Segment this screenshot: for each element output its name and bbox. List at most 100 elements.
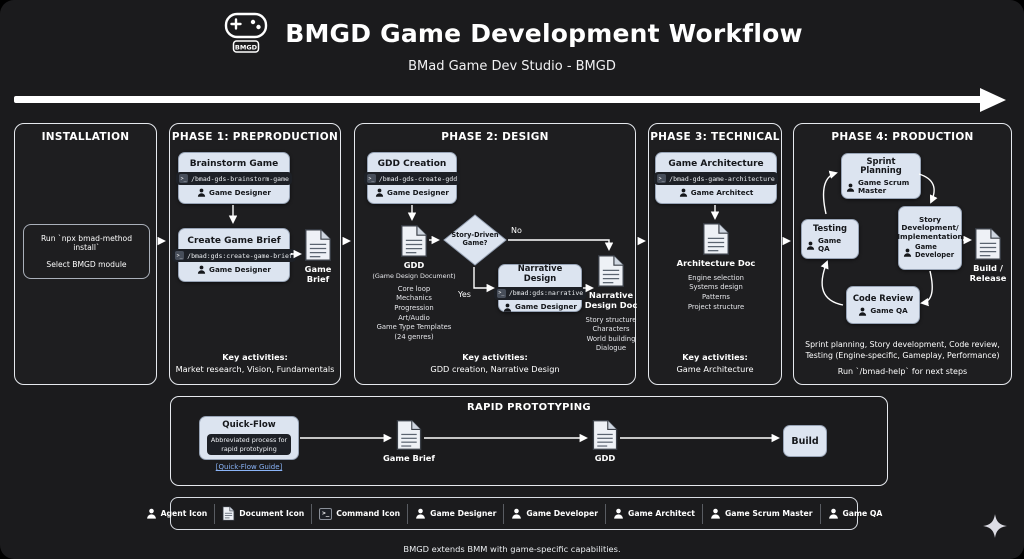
game-qa-icon	[806, 241, 815, 250]
phase1-key-activities: Key activities: Market research, Vision,…	[172, 352, 338, 376]
testing-agent: Game QA	[806, 237, 854, 254]
create-brief-agent: Game Designer	[197, 265, 271, 274]
brainstorm-agent-name: Game Designer	[209, 187, 271, 197]
key-activities-text: Game Architecture	[676, 364, 754, 375]
architecture-title: Game Architecture	[668, 158, 764, 169]
key-activities-label: Key activities:	[222, 352, 288, 363]
legend-game-scrum-master: Game Scrum Master	[701, 503, 820, 524]
timeline-arrow-shaft	[14, 96, 982, 103]
phase2-panel: PHASE 2: DESIGN GDD Creation >_ /bmad-gd…	[354, 123, 638, 385]
agent-icon	[146, 508, 156, 519]
legend-game-architect: Game Architect	[605, 503, 702, 524]
command-icon: >_	[179, 174, 189, 184]
phase4-summary-text: Sprint planning, Story development, Code…	[805, 339, 1000, 361]
quick-flow-description: Abbreviated process for rapid prototypin…	[206, 433, 292, 456]
legend-game-designer: Game Designer	[407, 503, 503, 524]
phase2-key-activities: Key activities: GDD creation, Narrative …	[357, 352, 633, 376]
architecture-command-text: /bmad-gds-game-architecture	[669, 174, 775, 183]
legend-label: Game Scrum Master	[724, 509, 813, 518]
timeline-arrow-head	[980, 88, 1006, 112]
phase3-key-activities: Key activities: Game Architecture	[651, 352, 779, 376]
narrative-agent: Game Designer	[503, 302, 577, 312]
key-activities-text: GDD creation, Narrative Design	[430, 364, 560, 375]
narrative-doc-label: Narrative Design Doc	[584, 290, 638, 310]
game-brief-doc: Game Brief	[296, 228, 340, 285]
gdd-agent-name: Game Designer	[387, 187, 449, 197]
phase1-panel: PHASE 1: PREPRODUCTION Brainstorm Game >…	[169, 123, 341, 385]
testing-card: Testing Game QA	[801, 219, 859, 259]
sprint-agent-name: Game Scrum Master	[858, 177, 910, 196]
game-qa-icon	[828, 508, 838, 519]
game-scrum-master-icon	[711, 508, 720, 519]
testing-agent-name: Game QA	[818, 236, 842, 254]
phase1-panel-title: PHASE 1: PREPRODUCTION	[171, 131, 339, 143]
command-icon: >_	[496, 288, 506, 298]
rapid-build-label: Build	[791, 435, 819, 447]
command-icon: >_	[657, 174, 667, 184]
architecture-command-badge: >_ /bmad-gds-game-architecture	[654, 172, 778, 186]
installation-steps-box: Run `npx bmad-method install` Select BMG…	[23, 224, 150, 279]
build-release-doc: Build / Release	[966, 227, 1010, 284]
code-review-agent: Game QA	[858, 306, 908, 316]
document-icon	[598, 255, 624, 287]
gdd-command-badge: >_ /bmad-gds-create-gdd	[363, 172, 461, 186]
architecture-agent: Game Architect	[679, 187, 754, 197]
game-designer-icon	[503, 303, 512, 312]
command-icon: >_	[319, 507, 333, 520]
code-review-agent-name: Game QA	[870, 306, 908, 316]
document-icon	[592, 419, 618, 451]
phase4-panel: PHASE 4: PRODUCTION Sprint Planning Game…	[793, 123, 1012, 385]
phase4-next-steps: Run `/bmad-help` for next steps	[837, 367, 968, 377]
narrative-agent-name: Game Designer	[515, 302, 577, 312]
page-subtitle: BMad Game Dev Studio - BMGD	[408, 59, 616, 74]
decision-yes-label: Yes	[458, 290, 471, 299]
create-brief-title: Create Game Brief	[187, 235, 281, 246]
install-step-2: Select BMGD module	[46, 260, 127, 269]
game-designer-icon	[197, 265, 206, 274]
game-scrum-master-icon	[846, 183, 855, 192]
header: BMGD BMGD Game Development Workflow	[0, 10, 1024, 56]
legend-label: Agent Icon	[160, 509, 208, 518]
quick-flow-guide-link[interactable]: [Quick-Flow Guide]	[215, 463, 283, 471]
logo-label: BMGD	[235, 44, 258, 52]
narrative-doc-details: Story structure Characters World buildin…	[585, 315, 637, 353]
brainstorm-command-badge: >_ /bmad-gds-brainstorm-game	[176, 172, 292, 186]
gdd-agent: Game Designer	[375, 188, 449, 197]
testing-title: Testing	[812, 223, 848, 234]
page-title: BMGD Game Development Workflow	[285, 18, 803, 48]
game-architect-icon	[679, 188, 687, 197]
phase4-summary: Sprint planning, Story development, Code…	[797, 339, 1008, 378]
legend-game-developer: Game Developer	[503, 503, 605, 524]
brainstorm-agent: Game Designer	[197, 188, 271, 197]
game-architect-icon	[614, 508, 623, 519]
phase3-panel: PHASE 3: TECHNICAL Game Architecture >_ …	[648, 123, 782, 385]
architecture-doc-details: Engine selection Systems design Patterns…	[687, 273, 745, 311]
gdd-doc-label: GDD	[403, 260, 425, 270]
game-developer-icon	[903, 248, 912, 257]
create-brief-agent-name: Game Designer	[209, 264, 271, 274]
sprint-planning-agent: Game Scrum Master	[846, 177, 916, 196]
rapid-gdd-label: GDD	[594, 453, 616, 463]
rapid-prototyping-panel: RAPID PROTOTYPING Quick-Flow Abbreviated…	[170, 396, 888, 486]
gdd-creation-title: GDD Creation	[377, 158, 447, 169]
story-development-card: Story Development/ Implementation Game D…	[897, 206, 963, 270]
rapid-gdd-doc: GDD	[575, 419, 635, 464]
gdd-doc: GDD (Game Design Document) Core loop Mec…	[369, 224, 459, 342]
phase3-panel-title: PHASE 3: TECHNICAL	[650, 131, 780, 143]
install-step-1: Run `npx bmad-method install`	[40, 234, 133, 252]
rapid-title: RAPID PROTOTYPING	[467, 402, 591, 413]
document-icon	[401, 225, 427, 257]
create-brief-command-text: /bmad:gds:create-game-brief	[187, 251, 293, 260]
legend-agent-icon: Agent Icon	[139, 504, 215, 524]
architecture-agent-name: Game Architect	[690, 187, 754, 197]
story-dev-agent-name: Game Developer	[915, 243, 955, 260]
document-icon	[305, 229, 331, 261]
architecture-doc: Architecture Doc Engine selection System…	[676, 222, 756, 312]
game-designer-icon	[197, 188, 206, 197]
legend-label: Game QA	[842, 509, 883, 518]
legend-label: Command Icon	[336, 509, 401, 518]
sparkle-icon	[983, 514, 1007, 538]
game-brief-doc-label: Game Brief	[304, 264, 332, 284]
story-dev-title: Story Development/ Implementation	[897, 215, 963, 241]
diamond-shape	[443, 214, 507, 266]
